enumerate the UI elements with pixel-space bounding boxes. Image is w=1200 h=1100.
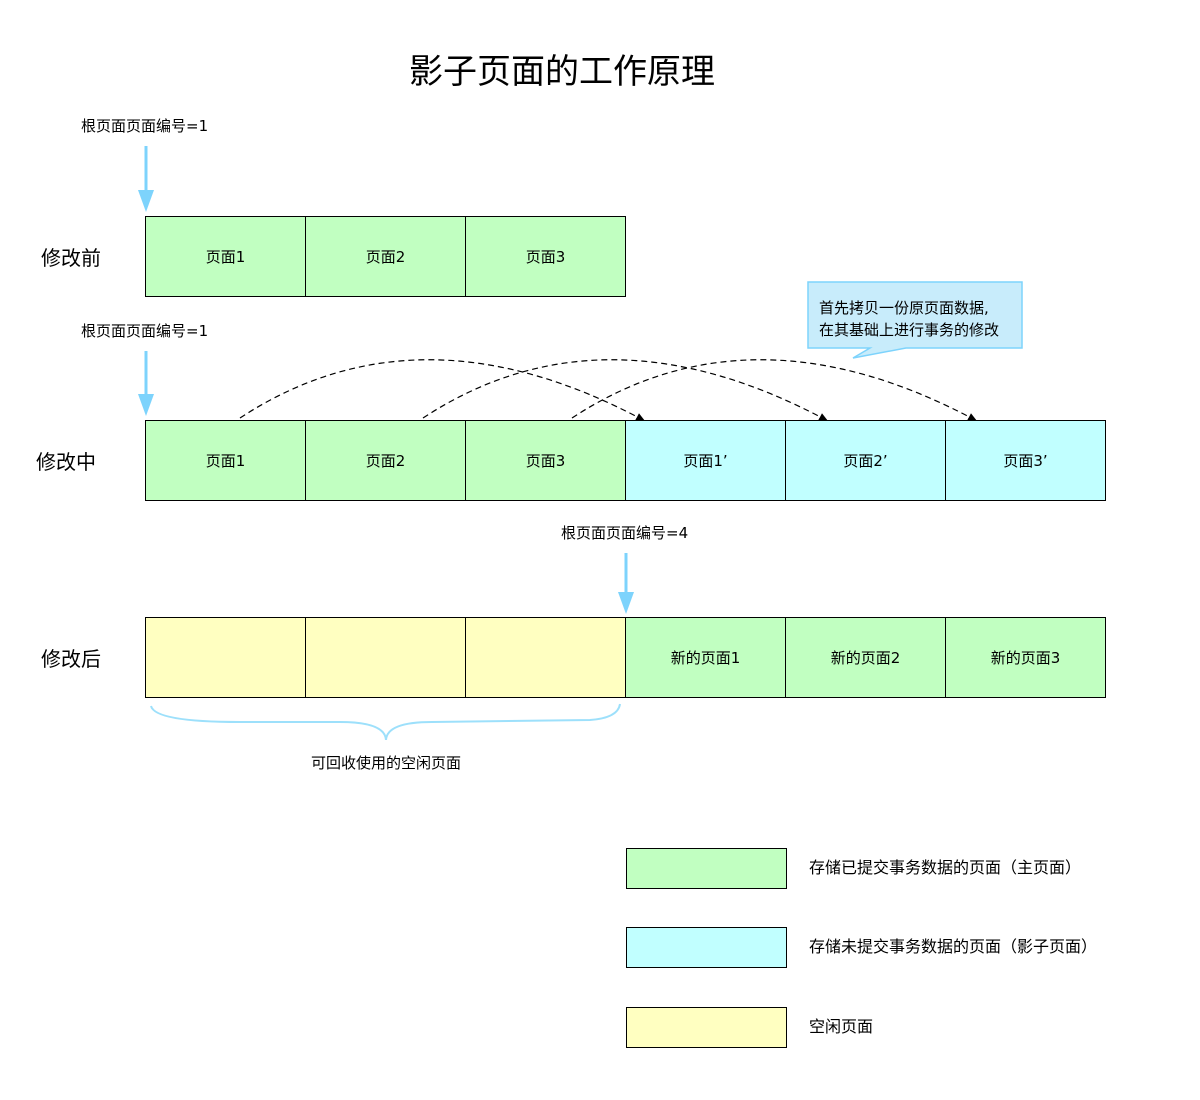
- new-page-2: 新的页面2: [785, 617, 946, 698]
- callout-line-1: 首先拷贝一份原页面数据,: [819, 299, 989, 317]
- callout-line-2: 在其基础上进行事务的修改: [819, 321, 1000, 339]
- copy-arrow-page3: [571, 359, 978, 422]
- callout-bubble: [807, 281, 1023, 359]
- new-page-3: 新的页面3: [945, 617, 1106, 698]
- before-page-3: 页面3: [465, 216, 626, 297]
- root-pointer-label-before: 根页面页面编号=1: [81, 117, 209, 135]
- before-page-2: 页面2: [305, 216, 466, 297]
- during-page-2: 页面2: [305, 420, 466, 501]
- legend-swatch-shadow: [626, 927, 787, 968]
- root-pointer-label-during: 根页面页面编号=1: [81, 322, 209, 340]
- row-label-after: 修改后: [41, 647, 101, 671]
- copy-arrow-page2: [422, 359, 829, 422]
- new-page-1: 新的页面1: [625, 617, 786, 698]
- shadow-page-2: 页面2’: [785, 420, 946, 501]
- shadow-page-3: 页面3’: [945, 420, 1106, 501]
- free-pages-brace: [150, 703, 621, 741]
- root-pointer-arrow-after: [618, 553, 634, 614]
- legend-swatch-free: [626, 1007, 787, 1048]
- legend-label-committed: 存储已提交事务数据的页面（主页面）: [809, 858, 1082, 877]
- free-pages-caption: 可回收使用的空闲页面: [311, 754, 462, 772]
- legend-swatch-committed: [626, 848, 787, 889]
- free-page-3: [465, 617, 626, 698]
- diagram-title: 影子页面的工作原理: [409, 52, 715, 92]
- during-page-1: 页面1: [145, 420, 306, 501]
- free-page-1: [145, 617, 306, 698]
- before-page-1: 页面1: [145, 216, 306, 297]
- root-pointer-label-after: 根页面页面编号=4: [561, 524, 689, 542]
- legend-label-free: 空闲页面: [809, 1017, 874, 1036]
- root-pointer-arrow-during: [138, 351, 154, 416]
- during-page-3: 页面3: [465, 420, 626, 501]
- free-page-2: [305, 617, 466, 698]
- row-label-during: 修改中: [36, 450, 96, 474]
- copy-arrow-page1: [239, 359, 646, 422]
- legend-label-shadow: 存储未提交事务数据的页面（影子页面）: [809, 937, 1098, 956]
- row-label-before: 修改前: [41, 246, 101, 270]
- shadow-page-1: 页面1’: [625, 420, 786, 501]
- root-pointer-arrow-before: [138, 146, 154, 212]
